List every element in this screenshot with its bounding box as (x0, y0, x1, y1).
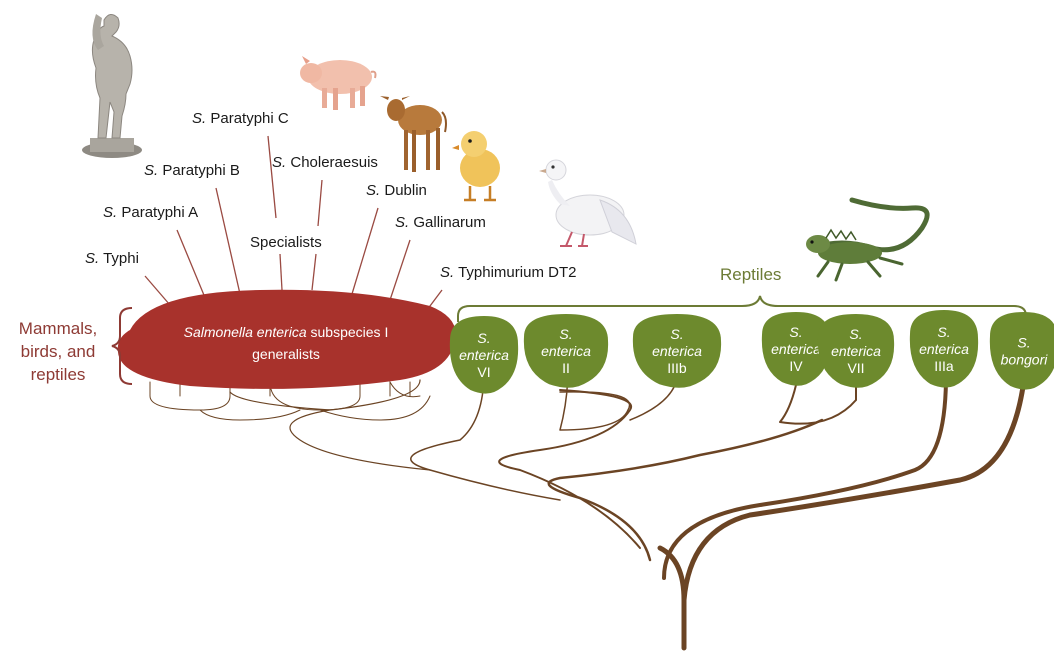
subspecies-group: IIIb (667, 360, 687, 376)
subspecies-blob-shape (761, 312, 831, 386)
generalist-label-line2: generalists (252, 346, 320, 362)
generalist-blob (117, 289, 456, 389)
subspecies-group: VII (847, 360, 864, 376)
serovar-leader-line (267, 135, 277, 219)
subspecies-genus: S. (477, 330, 490, 346)
serovar-label: S. Typhi (85, 250, 139, 267)
subspecies-species: bongori (1001, 352, 1049, 368)
specialists-leader-line (279, 253, 283, 291)
serovar-leader-line (317, 179, 323, 227)
iiia-branch (662, 354, 948, 580)
pig-image (300, 56, 377, 110)
serovar-label: S. Paratyphi B (144, 162, 240, 179)
ii-iiib-branch (498, 389, 641, 549)
subspecies-species: enterica (459, 347, 509, 363)
generalist-root (229, 379, 431, 471)
phylogenetic-tree (149, 353, 1027, 651)
serovar-labels: S. Typhi S. Paratyphi A S. Paratyphi B S. P… (85, 110, 576, 281)
specialists-leader-line (311, 253, 317, 291)
subspecies-blob-shape (449, 316, 519, 394)
serovar-label: S. Paratyphi C (192, 110, 289, 127)
subspecies-species: enterica (652, 343, 702, 359)
serovar-label: S. Dublin (366, 182, 427, 199)
iguana-image (806, 197, 930, 282)
serovar-leader-line (351, 207, 379, 295)
serovar-label: S. Choleraesuis (272, 154, 378, 171)
trunk-branch (657, 545, 687, 651)
serovar-leader-line (176, 229, 207, 301)
subspecies-blobs: S.entericaVIS.entericaIIS.entericaIIIbS.… (449, 310, 1054, 394)
specialists-label: Specialists (250, 234, 322, 251)
serovar-label: S. Paratyphi A (103, 204, 198, 221)
generalist-label-line1: Salmonella enterica subspecies I (184, 324, 389, 340)
subspecies-blob-shape (909, 310, 979, 388)
calf-image (380, 96, 447, 172)
serovar-label: S. Gallinarum (395, 214, 486, 231)
subspecies-genus: S. (849, 326, 862, 342)
subspecies-group: II (562, 360, 570, 376)
statue-image (82, 14, 142, 158)
serovar-leader-line (215, 187, 241, 295)
subspecies-species: enterica (919, 341, 969, 357)
serovar-leader-line (389, 239, 411, 301)
reptiles-group: Reptiles (457, 265, 1027, 322)
subspecies-genus: S. (789, 324, 802, 340)
subspecies-genus: S. (1017, 335, 1030, 351)
serovar-label: S. Typhimurium DT2 (440, 264, 576, 281)
left-brace (111, 307, 133, 385)
chick-image (452, 131, 500, 202)
subspecies-species: enterica (831, 343, 881, 359)
subspecies-blob-shape (632, 314, 722, 388)
subspecies-group: VI (477, 364, 490, 380)
bongori-branch (681, 353, 1027, 603)
subspecies-blob-shape (817, 314, 895, 388)
subspecies-blob: S.bongori (989, 312, 1054, 390)
subspecies-genus: S. (559, 326, 572, 342)
generalist-leaves (149, 380, 431, 421)
subspecies-group: IV (789, 358, 803, 374)
iv-vii-branch (547, 418, 824, 562)
subspecies-genus: S. (937, 324, 950, 340)
subspecies-genus: S. (670, 326, 683, 342)
subspecies-blob-shape (989, 312, 1054, 390)
vi-branch (410, 371, 561, 501)
top-brace (457, 295, 1027, 322)
serovar-leader-lines (144, 135, 443, 315)
subspecies-blob-shape (523, 314, 609, 388)
subspecies-species: enterica (541, 343, 591, 359)
subspecies-species: enterica (771, 341, 821, 357)
subspecies-group: IIIa (934, 358, 954, 374)
reptiles-label: Reptiles (720, 265, 781, 284)
dove-image (539, 159, 637, 247)
